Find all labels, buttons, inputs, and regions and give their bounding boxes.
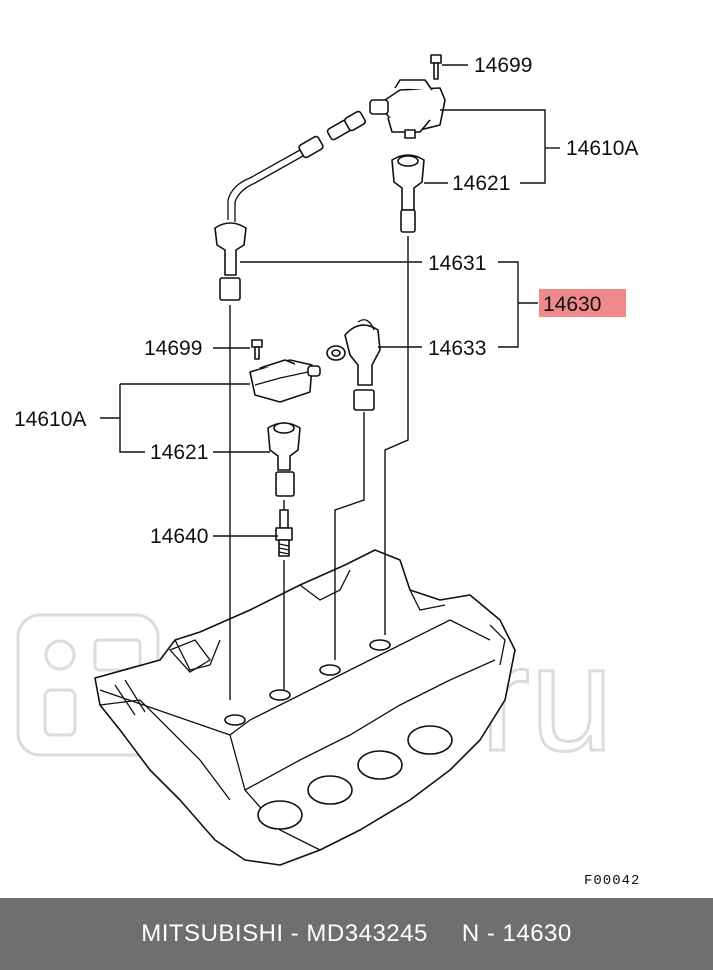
boot-top [391, 154, 425, 233]
figure-code: F00042 [584, 873, 640, 889]
bolt-top [430, 54, 442, 80]
bolt-left [251, 339, 263, 360]
label-boot-top[interactable]: 14621 [452, 172, 510, 195]
label-coil-top[interactable]: 14610A [566, 137, 638, 160]
label-spark-plug[interactable]: 14640 [150, 525, 208, 548]
highlight-box [539, 289, 626, 317]
label-bolt-top[interactable]: 14699 [474, 54, 532, 77]
part-number: MD343245 [306, 920, 428, 947]
footer-bar: MITSUBISHI - MD343245 N - 14630 [0, 898, 713, 970]
reference-number: N - 14630 [461, 920, 572, 947]
alignment-lines [229, 236, 409, 700]
ignition-coil-top [369, 79, 446, 139]
exploded-parts-diagram: Ruli.ru [14, 54, 640, 889]
label-coil-left[interactable]: 14610A [14, 408, 86, 431]
label-cable-set-highlight[interactable]: 14630 [543, 293, 601, 316]
cylinder-head [94, 549, 516, 866]
label-boot-left[interactable]: 14621 [150, 441, 208, 464]
ignition-cable-1 [214, 110, 366, 301]
label-cable-3[interactable]: 14633 [428, 337, 486, 360]
footer-dash: - [290, 920, 300, 947]
ignition-cable-3 [326, 319, 381, 411]
ignition-coil-left [249, 359, 321, 403]
label-cable-1[interactable]: 14631 [428, 252, 486, 275]
spark-plug [275, 509, 293, 557]
brand-name: MITSUBISHI [141, 920, 284, 947]
boot-left [267, 422, 301, 497]
label-bolt-left[interactable]: 14699 [144, 337, 202, 360]
leader-lines [100, 64, 560, 537]
